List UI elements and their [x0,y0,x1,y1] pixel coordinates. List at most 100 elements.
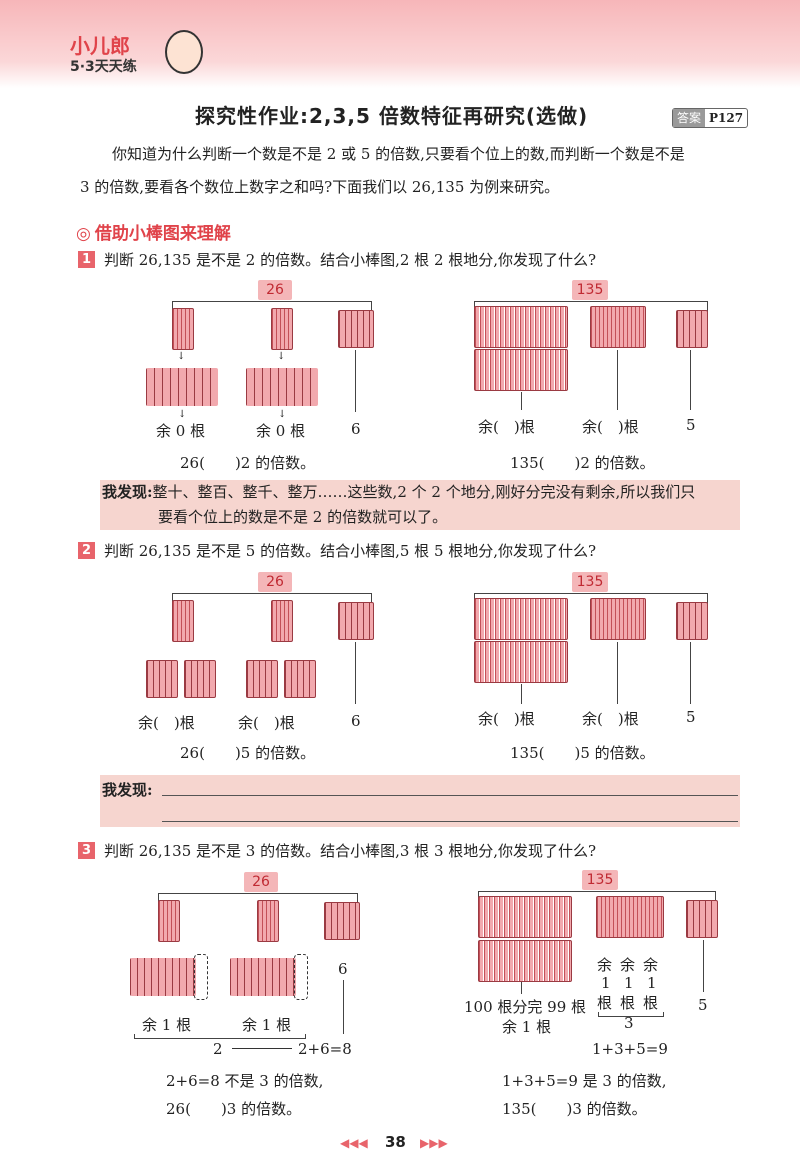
split-sticks [146,660,178,698]
question-number: 1 [78,251,95,268]
question-text: 判断 26,135 是不是 5 的倍数。结合小棒图,5 根 5 根地分,你发现了… [104,542,597,560]
left-arrows-icon: ◀◀◀ [340,1136,368,1150]
remainder-small: 余 [620,956,636,974]
discovery-label: 我发现: [102,781,153,799]
remainder-label: 余 0 根 [156,422,206,440]
tens-bundles [590,598,646,640]
question-number: 2 [78,542,95,559]
mascot-face-icon [165,30,203,74]
arrow-line [232,1048,292,1049]
stick-bundle [271,600,293,642]
bracket [172,593,372,604]
split-sticks [230,958,296,996]
split-sticks [246,368,318,406]
hundred-bundle-row [478,940,572,982]
ones-value: 5 [698,996,708,1014]
discovery-line: 整十、整百、整千、整万……这些数,2 个 2 个地分,刚好分完没有剩余,所以我们… [152,483,696,501]
loose-sticks [686,900,718,938]
answer-ref-badge[interactable]: 答案 P127 [672,108,749,128]
loose-sticks [338,602,374,640]
stick-bundle [172,308,194,350]
logo-sub-text: 5·3天天练 [70,59,137,75]
arrow-line [355,642,356,704]
hundred-bundle-row [474,598,568,640]
remainder-blank[interactable]: 余( )根 [238,714,295,732]
page-title: 探究性作业:2,3,5 倍数特征再研究(选做) [195,104,589,128]
down-arrow-icon: ↓ [178,409,187,420]
section-heading-text: 借助小棒图来理解 [94,224,231,244]
discovery-box: 我发现:整十、整百、整千、整万……这些数,2 个 2 个地分,刚好分完没有剩余,… [100,480,740,530]
remainder-blank[interactable]: 余( )根 [582,710,639,728]
answer-line[interactable] [162,795,738,796]
loose-sticks [676,602,708,640]
ones-value: 6 [351,712,361,730]
arrow-line [521,684,522,704]
arrow-line [521,392,522,410]
stick-bundle [271,308,293,350]
page-number: 38 [385,1133,406,1151]
arrow-line [617,642,618,704]
conclusion-blank[interactable]: 26( )3 的倍数。 [166,1100,302,1118]
split-sticks [184,660,216,698]
note: 2+6=8 不是 3 的倍数, [166,1072,324,1090]
sum-start: 2 [213,1040,223,1058]
arrow-line [355,350,356,412]
remainder-one: 1 [647,974,657,992]
stick-bundle [158,900,180,942]
ones-value: 5 [686,708,696,726]
remainder-circle [294,954,308,1000]
number-tag: 135 [582,870,618,890]
bracket [134,1034,306,1039]
conclusion-blank[interactable]: 135( )5 的倍数。 [510,744,655,762]
conclusion-blank[interactable]: 26( )5 的倍数。 [180,744,316,762]
remainder-small: 余 [597,956,613,974]
split-sticks [130,958,196,996]
hundred-bundle-row [478,896,572,938]
discovery-box: 我发现: [100,775,740,827]
loose-sticks [676,310,708,348]
intro-line-1: 你知道为什么判断一个数是不是 2 或 5 的倍数,只要看个位上的数,而判断一个数… [112,145,685,163]
remainder-blank[interactable]: 余( )根 [582,418,639,436]
hundred-note: 100 根分完 99 根 [464,998,587,1016]
arrow-line [617,350,618,410]
question-text: 判断 26,135 是不是 3 的倍数。结合小棒图,3 根 3 根地分,你发现了… [104,842,597,860]
stick-bundle [172,600,194,642]
hundred-bundle-row [474,349,568,391]
section-heading: ◎借助小棒图来理解 [76,219,231,244]
right-arrows-icon: ▶▶▶ [420,1136,448,1150]
sum-equation: 1+3+5=9 [592,1040,668,1058]
remainder-one: 1 [624,974,634,992]
bracket [598,1012,664,1017]
down-arrow-icon: ↓ [177,351,186,362]
remainder-unit: 根 [643,994,659,1012]
remainder-blank[interactable]: 余( )根 [478,418,535,436]
conclusion-blank[interactable]: 135( )3 的倍数。 [502,1100,647,1118]
remainder-label: 余 1 根 [142,1016,192,1034]
down-arrow-icon: ↓ [277,351,286,362]
intro-line-2: 3 的倍数,要看各个数位上数字之和吗?下面我们以 26,135 为例来研究。 [80,178,560,196]
remainder-one: 1 [601,974,611,992]
conclusion-blank[interactable]: 26( )2 的倍数。 [180,454,316,472]
bracket [158,893,358,904]
remainder-blank[interactable]: 余( )根 [478,710,535,728]
hundred-note: 余 1 根 [502,1018,552,1036]
ones-value: 6 [351,420,361,438]
bracket [172,301,372,312]
discovery-line: 要看个位上的数是不是 2 的倍数就可以了。 [158,508,448,526]
ones-value: 6 [338,960,348,978]
question-number: 3 [78,842,95,859]
split-sticks [146,368,218,406]
remainder-blank[interactable]: 余( )根 [138,714,195,732]
brand-logo: 小儿郎 5·3天天练 [70,30,203,88]
answer-line[interactable] [162,821,738,822]
tens-bundles [590,306,646,348]
sum-part: 3 [624,1014,634,1032]
conclusion-blank[interactable]: 135( )2 的倍数。 [510,454,655,472]
remainder-unit: 根 [620,994,636,1012]
number-tag: 135 [572,572,608,592]
ones-value: 5 [686,416,696,434]
note: 1+3+5=9 是 3 的倍数, [502,1072,667,1090]
arrow-line [343,980,344,1034]
remainder-circle [194,954,208,1000]
number-tag: 26 [258,280,292,300]
